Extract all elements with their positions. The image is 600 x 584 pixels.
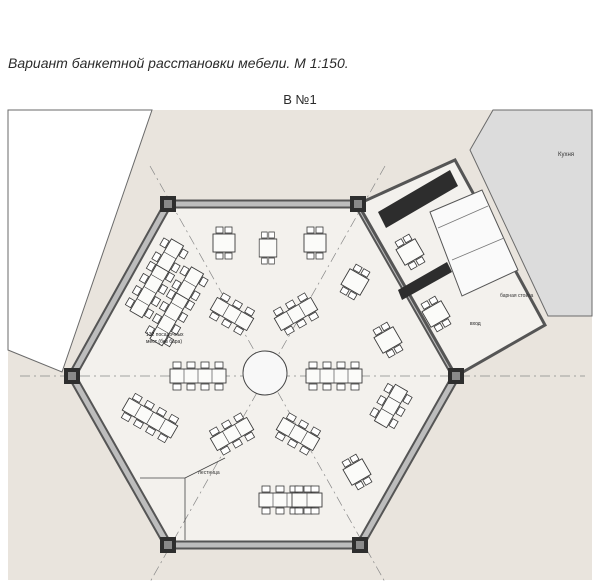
bar-counter: [429, 189, 519, 297]
left-building: [7, 109, 153, 373]
entry-label: вход: [470, 321, 481, 327]
kitchen-label: Кухня: [558, 152, 574, 158]
column: [160, 537, 176, 553]
table: [258, 485, 323, 515]
column: [350, 196, 366, 212]
column: [352, 537, 368, 553]
center-column: [242, 350, 288, 396]
stair-label: лестница: [198, 470, 220, 476]
column: [448, 368, 464, 384]
seats-label-2: мест (без бара): [146, 339, 182, 345]
plan-subcaption: В №1: [283, 92, 317, 107]
axis-lines: [20, 165, 585, 583]
kitchen-wall: [378, 170, 458, 228]
plan-caption: Вариант банкетной расстановки мебели. М …: [8, 55, 349, 71]
column: [64, 368, 80, 384]
kitchen-area: [469, 109, 593, 317]
bar-wall: [398, 262, 452, 300]
bar-label: барная стойка: [500, 292, 534, 299]
seats-label: 132 посадочных: [146, 332, 184, 338]
column: [160, 196, 176, 212]
